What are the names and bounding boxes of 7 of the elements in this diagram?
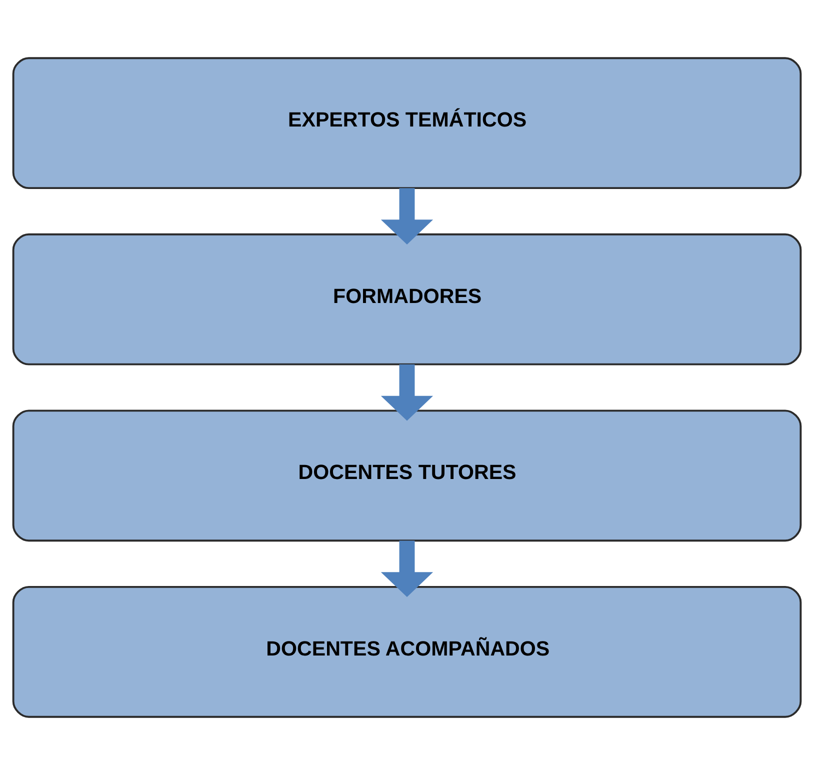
arrow [380,188,434,244]
node-box: FORMADORES [12,232,802,365]
arrow [380,364,434,420]
node-box: DOCENTES ACOMPAÑADOS [12,585,802,718]
node-box: EXPERTOS TEMÁTICOS [12,56,802,189]
arrow [380,540,434,596]
node-box: DOCENTES TUTORES [12,409,802,542]
